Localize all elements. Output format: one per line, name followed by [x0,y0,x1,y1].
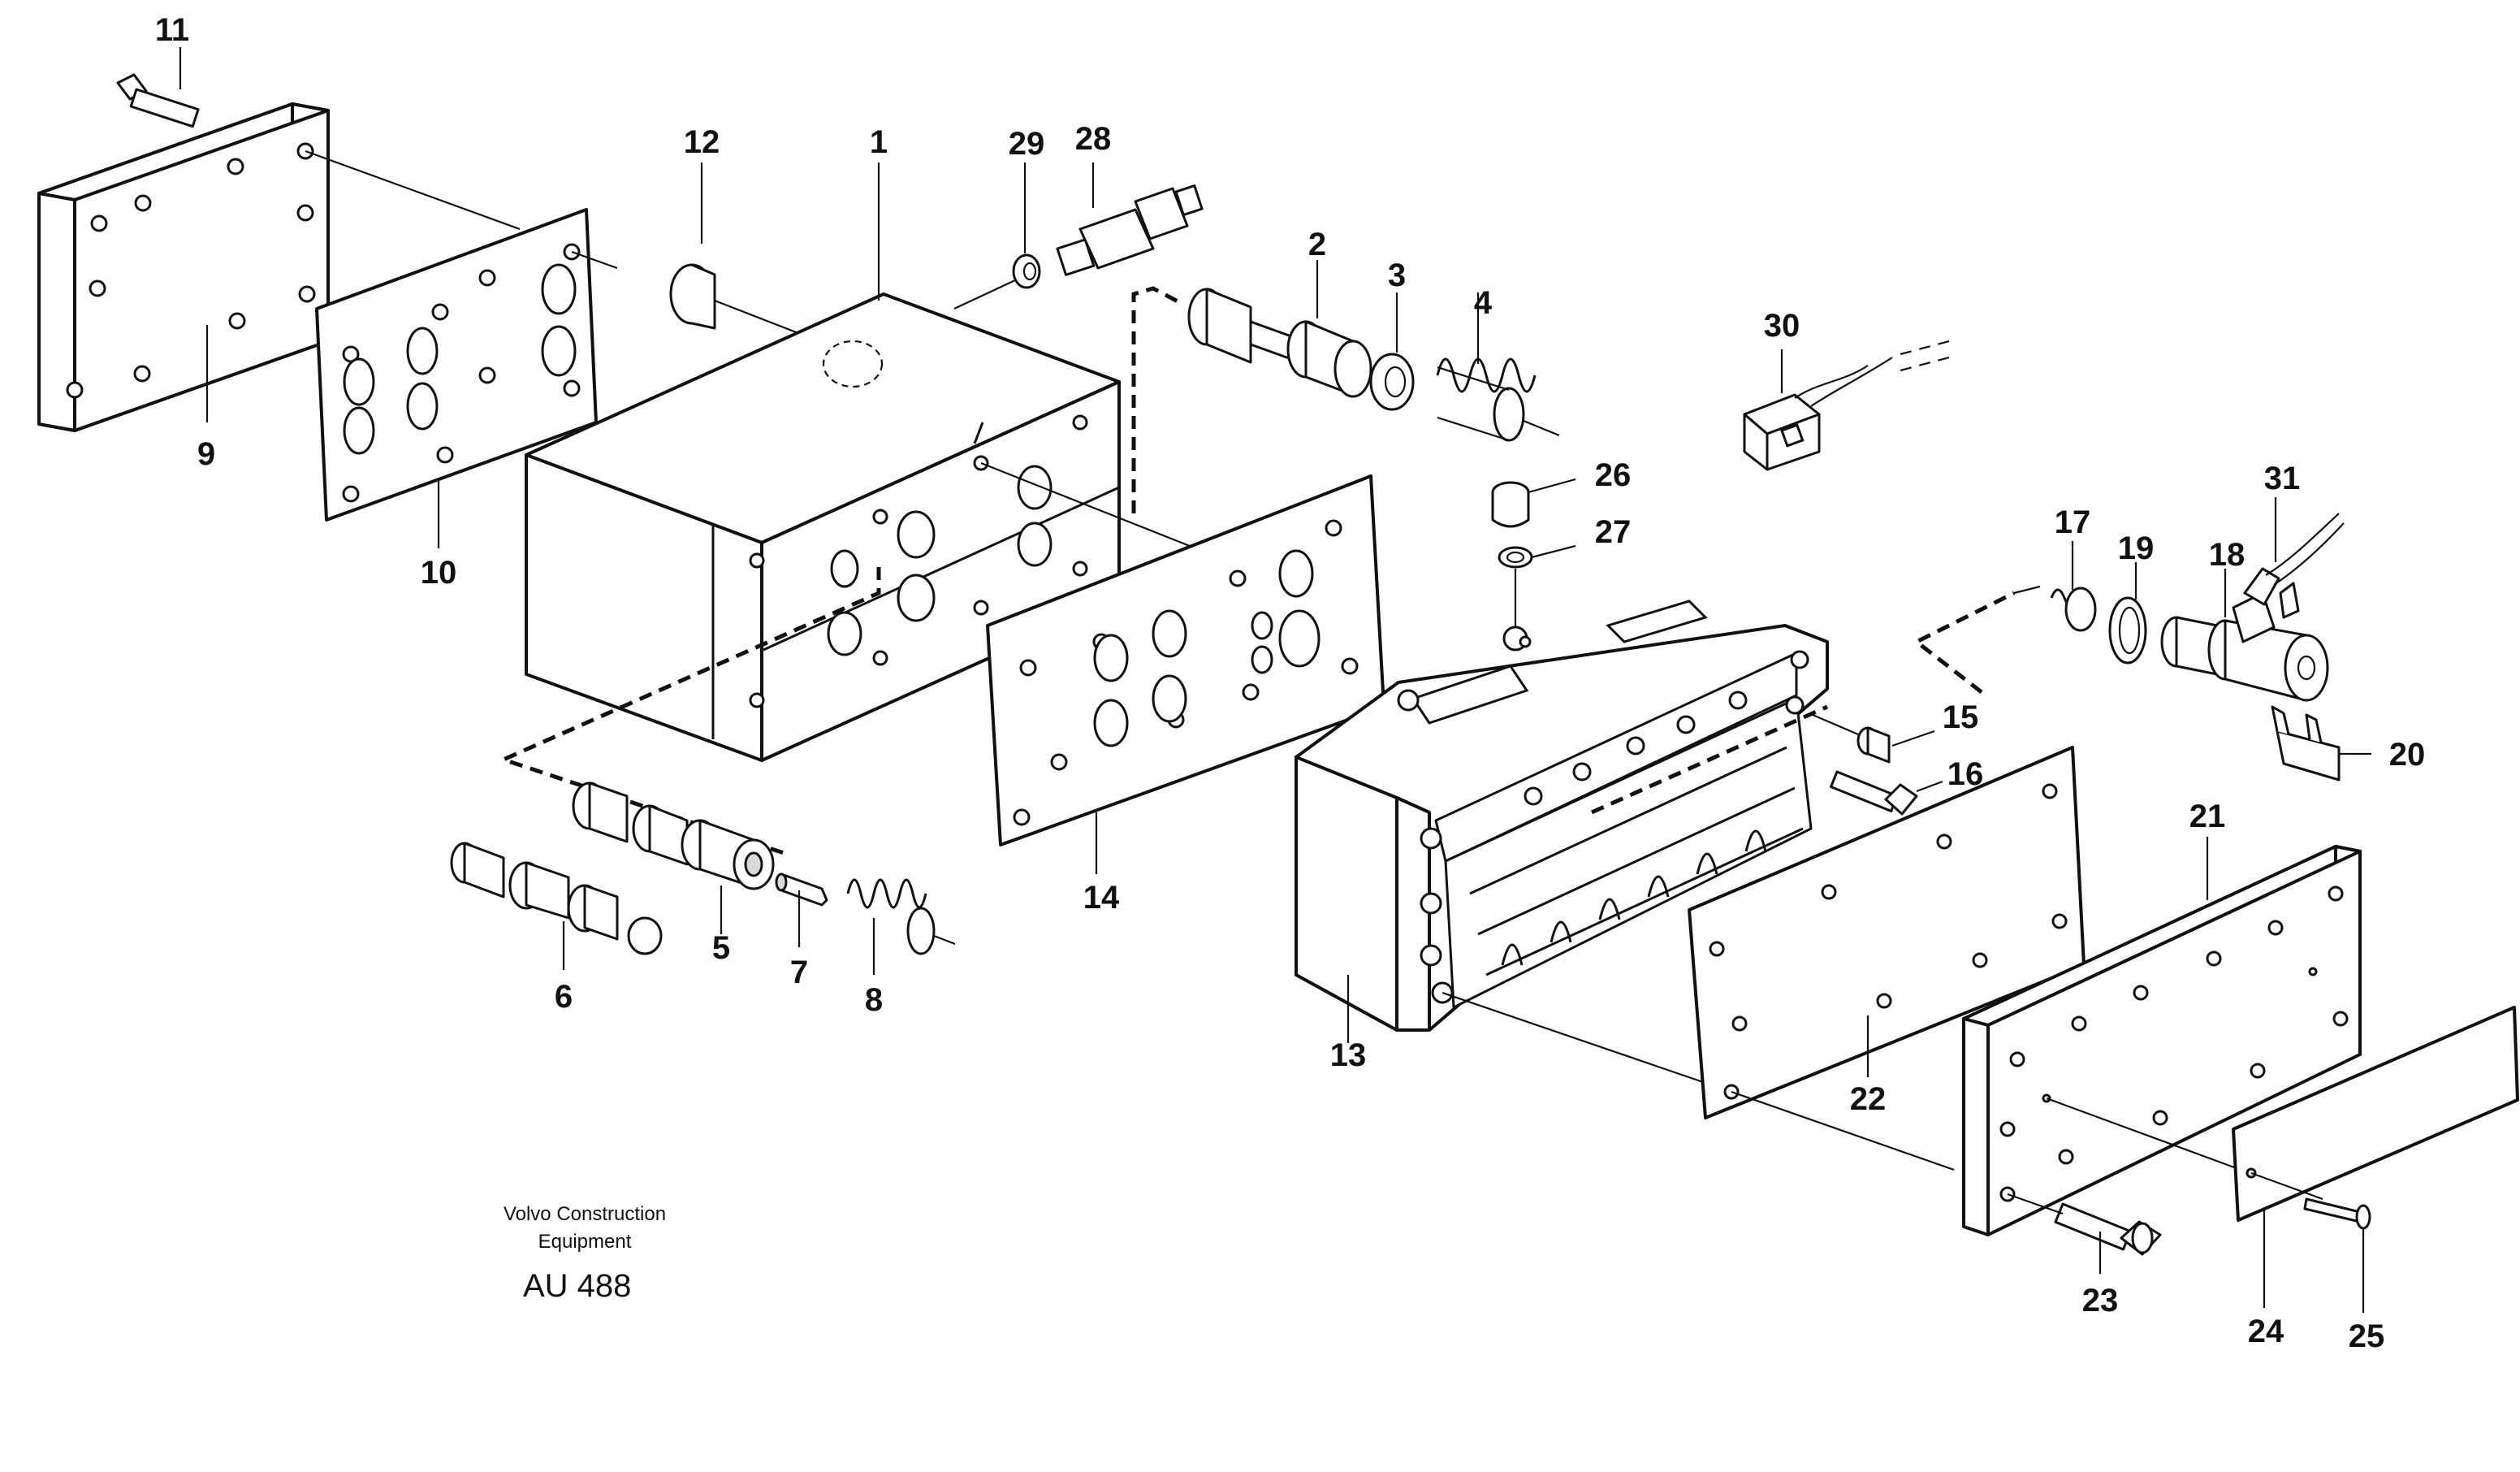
dashed-path-body [1590,704,1829,815]
brand-line-2: Equipment [538,1231,632,1253]
label-12: 12 [684,124,720,160]
part-26-plug [1491,481,1530,528]
brand-line-1: Volvo Construction [504,1203,666,1225]
dashed-path-lower [498,567,881,855]
leader-8-axis [933,934,956,946]
label-10: 10 [421,555,457,591]
leader-27 [1531,544,1576,559]
part-10-gasket [315,208,598,522]
label-29: 29 [1009,126,1045,162]
label-30: 30 [1764,308,1800,344]
label-5: 5 [712,930,730,966]
part-7-pin [775,872,828,907]
leader-26 [1528,478,1576,494]
part-23-bolt [2054,1202,2162,1256]
leader-24-to-25 [2250,1171,2323,1201]
label-13: 13 [1330,1037,1367,1073]
part-28-pressure-sensor [1056,184,1204,276]
part-3-ring [1369,353,1415,411]
label-4: 4 [1474,285,1493,321]
label-3: 3 [1388,258,1406,293]
part-2-spool [1187,288,1372,398]
label-25: 25 [2349,1318,2385,1354]
part-25-screw [2303,1197,2371,1230]
label-8: 8 [865,982,883,1018]
part-4-spring [1436,357,1537,442]
part-12-plug [669,263,716,330]
leader-15-axis [1812,713,1859,736]
label-9: 9 [197,436,215,472]
leader-10-to-1 [571,250,618,270]
label-11: 11 [155,12,189,48]
label-20: 20 [2389,737,2426,773]
part-14-gasket [986,474,1385,846]
part-27-washer [1498,546,1533,569]
part-15-plug [1857,726,1891,764]
figure-code: AU 488 [523,1268,631,1304]
leader-4-axis [1523,419,1560,437]
label-1: 1 [870,124,888,160]
part-20-clip [2271,705,2341,781]
label-18: 18 [2209,537,2246,573]
label-28: 28 [1075,121,1112,157]
part-17-fitting [2050,587,2097,632]
label-6: 6 [555,979,573,1015]
label-23: 23 [2082,1283,2119,1318]
label-26: 26 [1595,457,1632,493]
part-16-bolt [1830,770,1918,816]
leader-16 [1916,780,1943,793]
part-1-valve-housing [525,292,1121,762]
label-19: 19 [2118,530,2155,566]
part-8-spring [846,878,936,955]
label-22: 22 [1850,1081,1887,1117]
part-21-cover [1962,845,2362,1236]
part-11-bolt [116,73,200,128]
leader-22-to-21 [1731,1090,1955,1171]
part-6-spool [450,842,663,955]
part-18-solenoid [2160,591,2329,702]
part-9-end-cover [37,102,330,432]
part-29-washer [1012,253,1041,289]
leader-9-to-10 [305,149,521,231]
leader-15 [1891,730,1935,747]
label-17: 17 [2055,504,2091,540]
part-24-nameplate [2232,1006,2519,1222]
part-19-o-ring [2108,596,2147,665]
leader-1-to-14 [980,461,1227,562]
part-5-spool [572,781,775,890]
leader-1-to-29 [953,279,1016,310]
label-2: 2 [1308,227,1326,262]
label-14: 14 [1083,880,1120,916]
label-7: 7 [790,955,808,990]
leader-solenoid-axis [2013,585,2041,595]
label-21: 21 [2189,799,2226,834]
label-15: 15 [1943,699,1979,735]
part-31-wiring [2243,513,2345,619]
dashed-path-upper [1131,286,1181,513]
label-24: 24 [2248,1314,2284,1349]
leader-21-to-24 [2046,1097,2250,1175]
part-13-valve-body [1295,600,1829,1032]
label-27: 27 [1595,514,1632,550]
label-16: 16 [1947,756,1984,792]
part-30-connector [1743,340,1950,471]
leader-23-axis [2007,1193,2064,1215]
dashed-path-solenoid [1913,591,2016,694]
leader-13-to-22 [1442,991,1732,1093]
label-31: 31 [2264,461,2301,496]
